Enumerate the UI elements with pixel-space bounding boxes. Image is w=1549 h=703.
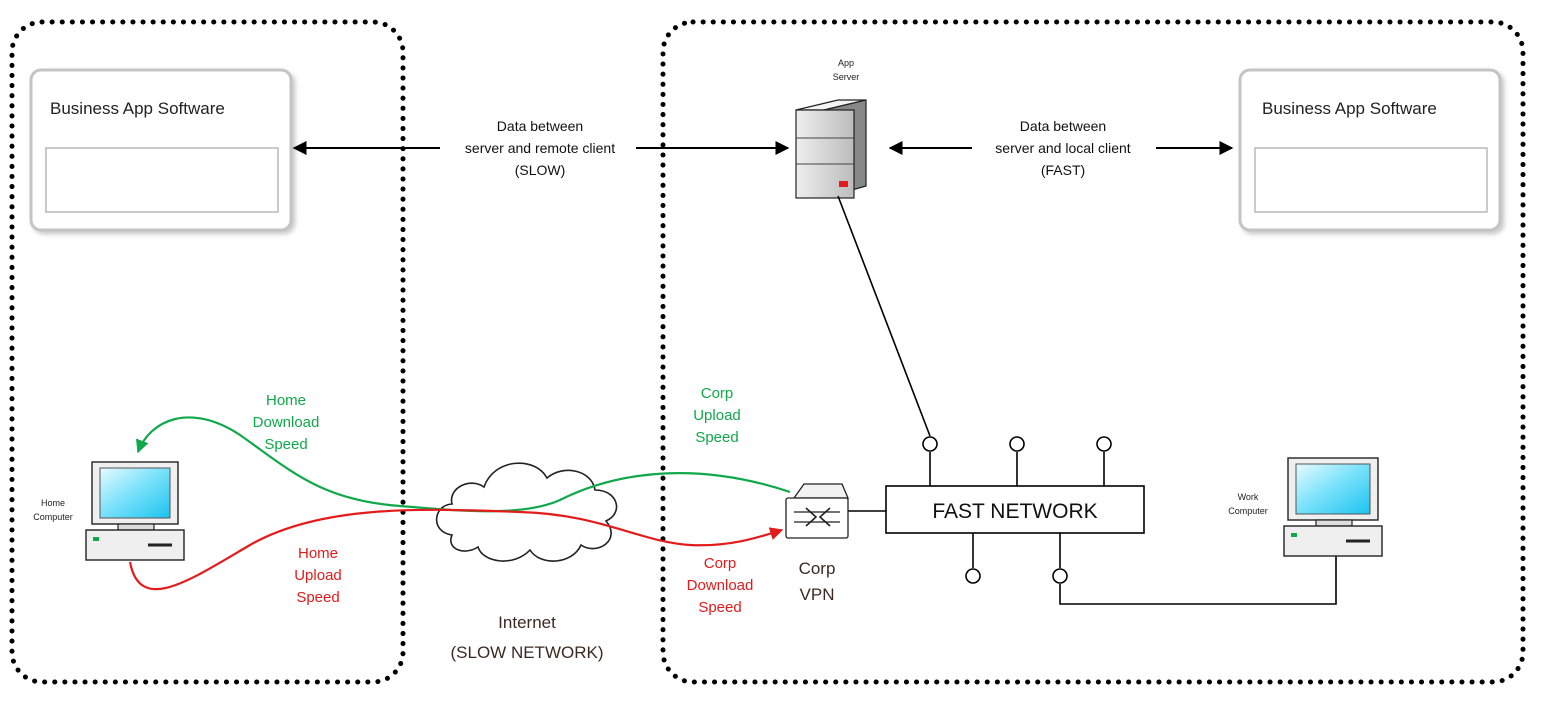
slow-link-line2: server and remote client <box>465 140 615 156</box>
app-server-label-line1: App <box>838 58 854 68</box>
home-upload-line3: Speed <box>296 589 339 606</box>
network-tap <box>965 568 981 584</box>
home-computer-line2: Computer <box>33 512 73 522</box>
vpn-device-icon <box>785 483 849 539</box>
home-download-line3: Speed <box>264 436 307 453</box>
home-download-label: Home Download Speed <box>253 392 320 453</box>
home-zone-boundary <box>9 19 406 685</box>
corp-vpn-line2: VPN <box>800 585 835 604</box>
home-upload-label: Home Upload Speed <box>294 545 342 606</box>
slow-link-label: Data between server and remote client (S… <box>465 118 615 178</box>
network-tap <box>922 436 938 452</box>
corp-upload-label: Corp Upload Speed <box>693 385 741 446</box>
home-computer-icon <box>85 461 185 561</box>
network-taps <box>922 436 1112 584</box>
home-computer-label: Home Computer <box>33 498 73 522</box>
home-download-line2: Download <box>253 414 320 431</box>
internet-label: Internet (SLOW NETWORK) <box>451 613 604 662</box>
corp-upload-line3: Speed <box>695 429 738 446</box>
corp-vpn-label: Corp VPN <box>799 559 836 604</box>
fast-link-label: Data between server and local client (FA… <box>995 118 1131 178</box>
corp-download-line3: Speed <box>698 599 741 616</box>
work-computer-line1: Work <box>1238 492 1259 502</box>
home-download-line1: Home <box>266 392 306 409</box>
work-computer-label: Work Computer <box>1228 492 1268 516</box>
home-computer-line1: Home <box>41 498 65 508</box>
server-network-link <box>837 195 931 437</box>
left-app-title: Business App Software <box>50 99 225 118</box>
green-speed-curve <box>136 416 791 513</box>
corp-vpn-line1: Corp <box>799 559 836 578</box>
corp-upload-line2: Upload <box>693 407 741 424</box>
fast-network-label: FAST NETWORK <box>932 500 1097 523</box>
right-app-title: Business App Software <box>1262 99 1437 118</box>
network-tap <box>1052 568 1068 584</box>
left-app-window: Business App Software <box>29 68 293 232</box>
work-computer-link <box>1059 556 1337 605</box>
network-tap <box>1009 436 1025 452</box>
home-upload-line2: Upload <box>294 567 342 584</box>
corp-download-label: Corp Download Speed <box>687 555 754 616</box>
server-status-light <box>839 181 848 187</box>
slow-link-line3: (SLOW) <box>515 162 566 178</box>
network-tap <box>1096 436 1112 452</box>
right-app-window: Business App Software <box>1238 68 1502 232</box>
fast-link-line2: server and local client <box>995 140 1131 156</box>
app-server-label-line2: Server <box>833 72 860 82</box>
internet-line1: Internet <box>498 613 556 632</box>
right-app-input-box <box>1254 147 1488 213</box>
work-computer-icon <box>1283 457 1383 557</box>
home-upload-line1: Home <box>298 545 338 562</box>
app-server-icon <box>795 99 867 199</box>
fast-link-line1: Data between <box>1020 118 1106 134</box>
work-computer-line2: Computer <box>1228 506 1268 516</box>
corp-download-line2: Download <box>687 577 754 594</box>
internet-line2: (SLOW NETWORK) <box>451 643 604 662</box>
fast-network-bar <box>885 485 1145 534</box>
corp-download-line1: Corp <box>704 555 737 572</box>
red-speed-curve <box>128 508 784 591</box>
corp-upload-line1: Corp <box>701 385 734 402</box>
app-server-label: App Server <box>833 58 860 82</box>
slow-link-line1: Data between <box>497 118 583 134</box>
fast-link-line3: (FAST) <box>1041 162 1085 178</box>
left-app-input-box <box>45 147 279 213</box>
